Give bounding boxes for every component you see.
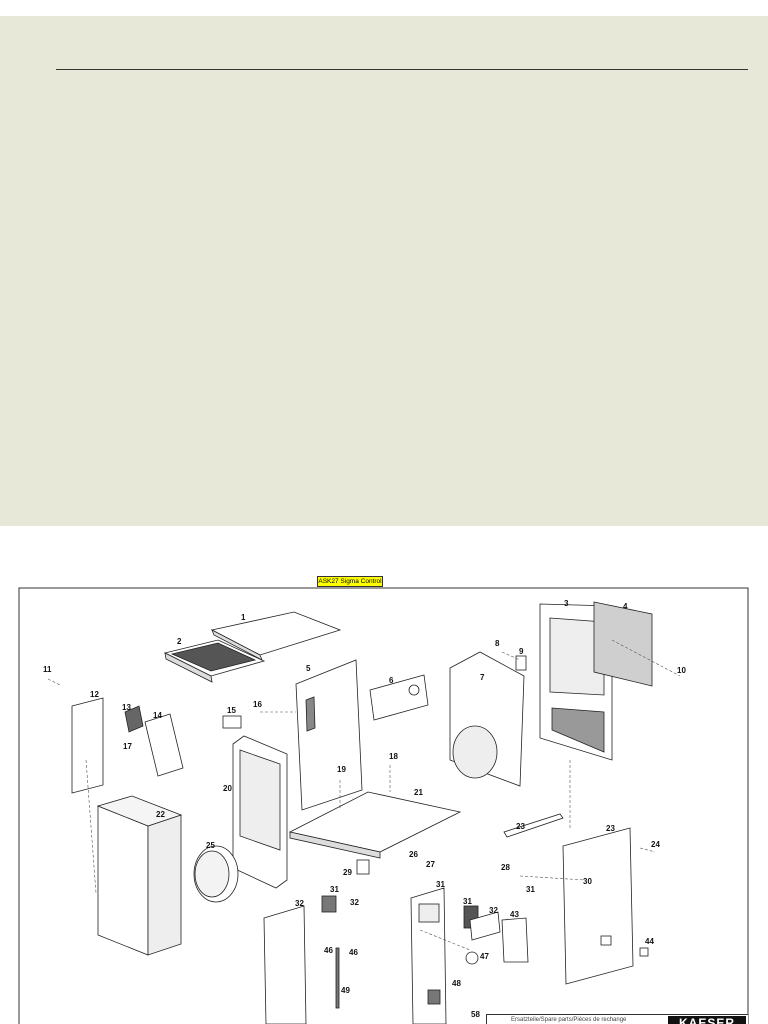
part-2-louvre [305,696,316,732]
callout-6: 12 [90,690,99,699]
callout-8: 23 [606,824,615,833]
part-13-fan-opening [452,725,498,779]
part-14-opening [239,749,281,851]
part-2-panel [295,659,363,811]
part-27-control-unit [469,911,501,941]
part-19-bracket [222,715,242,729]
part-1-base-edge [289,831,381,859]
callout-58: 14 [153,711,162,720]
callout-9: 22 [156,810,165,819]
callout-23: 13 [122,703,131,712]
part-5-tray-edge [164,652,213,683]
callout-5: 2 [177,637,182,646]
part-7-bracket [369,674,429,721]
callout-14: 20 [223,784,232,793]
callout-32: 16 [253,700,262,709]
part-8-door [562,827,634,985]
callout-7: 6 [389,676,394,685]
callout-15: 25 [206,841,215,850]
callout-31: 19 [337,765,346,774]
callout-18: 4 [623,602,628,611]
part-18-filter-mat [593,601,653,687]
part-16-rail [503,813,564,838]
callout-29: 27 [426,860,435,869]
part-22-grille [321,895,337,913]
part-23-fan [124,705,144,733]
callout-23: 48 [452,979,461,988]
drawing-frame [18,587,749,1024]
callout-46: 46 [324,946,333,955]
callout-32: 11 [43,665,52,674]
callout-13: 7 [480,673,485,682]
callout-48: 28 [501,863,510,872]
callout-47: 46 [349,948,358,957]
callout-1: 21 [414,788,423,797]
part-44-bracket [515,655,527,671]
callout-2: 5 [306,664,311,673]
part-25-switch [465,951,479,965]
callout-11: 31 [436,880,445,889]
callout-31: 18 [389,752,398,761]
callout-25: 47 [480,952,489,961]
part-15-ring-inner [194,850,230,898]
callout-21: 24 [651,840,660,849]
callout-4: 1 [241,613,246,622]
callout-20: 44 [645,937,654,946]
top-band [0,16,768,526]
callout-31: 10 [677,666,686,675]
callout-28: 31 [463,897,472,906]
callout-labels: 1 2 3 4 5 6 7 8 9 10 11 12 13 14 15 16 1… [43,599,686,1019]
drawing-label: ASK27 Sigma Control [317,576,383,587]
callout-17: 29 [343,868,352,877]
part-58-fan-housing [144,713,184,777]
part-9-cabinet-side [147,814,182,956]
callout-27: 32 [489,906,498,915]
part-3-window [549,617,605,696]
callout-26: 43 [510,910,519,919]
kaeser-logo: KAESER [668,1016,746,1024]
part-9-cabinet-top [96,795,183,827]
part-11-window [418,903,440,923]
callout-43: 8 [495,639,500,648]
callout-32: 17 [123,742,132,751]
part-6-side-panel [71,697,104,794]
callout-44: 9 [519,647,524,656]
callout-22: 31 [330,885,339,894]
callout-3: 3 [564,599,569,608]
callout-16: 23 [516,822,525,831]
part-23-grille-lower [427,989,441,1005]
part-20-latch [639,947,649,957]
callout-30: 26 [409,850,418,859]
part-26-cover [501,917,529,963]
part-17-foot [356,859,370,875]
assembly-lines [47,639,681,951]
title-block-caption: Ersatzteile/Spare parts/Pièces de rechan… [511,1017,627,1023]
part-12-rod [335,947,340,1009]
part-10-column [263,905,307,1024]
callout-46: 31 [526,885,535,894]
callout-49: 30 [583,877,592,886]
callout-12: 49 [341,986,350,995]
callout-19: 15 [227,706,236,715]
part-7-hole [408,684,420,696]
callout-31: 32 [350,898,359,907]
part-5-filter-mesh [170,642,257,672]
callout-24: 58 [471,1010,480,1019]
part-9-cabinet-front [97,805,149,956]
header-rule [56,69,748,70]
callout-10: 32 [295,899,304,908]
part-8-lock-plate [600,935,612,946]
title-block: Ersatzteile/Spare parts/Pièces de rechan… [486,1014,748,1024]
part-3-grille [551,707,605,753]
